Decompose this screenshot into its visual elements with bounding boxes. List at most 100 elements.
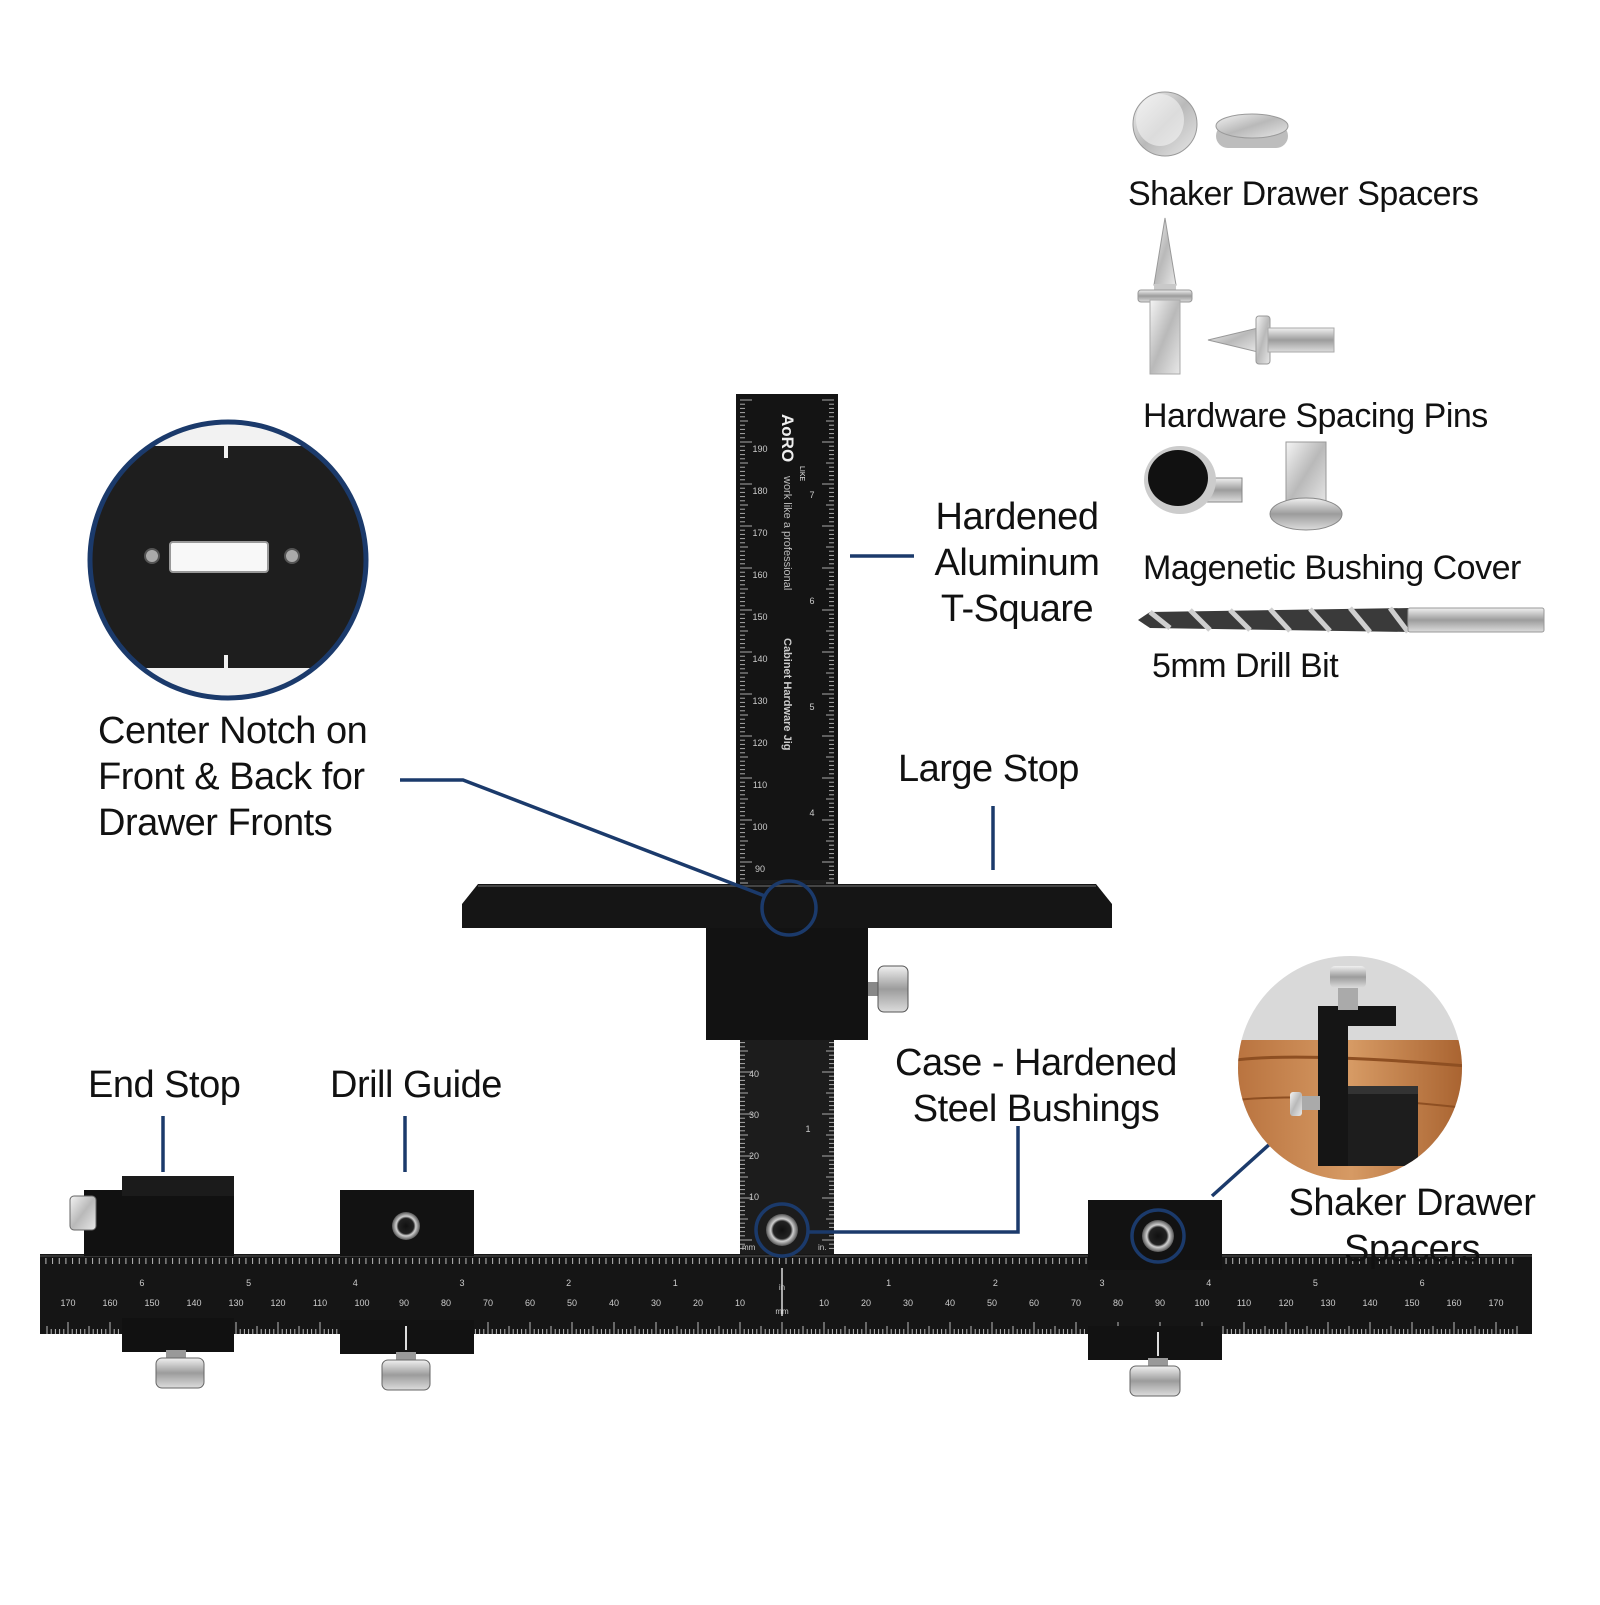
ruler-mm-label: 160 (1446, 1298, 1461, 1308)
callout-large-stop: Large Stop (898, 748, 1079, 790)
hardware-spacing-pin-icon (1137, 217, 1335, 375)
brand-logo-text: AoRO (778, 414, 797, 462)
ruler-mm-label: 30 (903, 1298, 913, 1308)
callout-end-stop: End Stop (88, 1064, 241, 1106)
ruler-mm-label: 150 (1404, 1298, 1419, 1308)
ruler-mm-label: 60 (1029, 1298, 1039, 1308)
brand-sup: LIKE (798, 466, 805, 482)
ruler-mm-label: 40 (945, 1298, 955, 1308)
vruler-lower-mm-label: 30 (749, 1110, 759, 1120)
ruler-inch-label: 5 (1313, 1278, 1318, 1288)
vruler-inch-label: 6 (809, 596, 814, 606)
accessory-drill-bit: 5mm Drill Bit (1152, 647, 1339, 685)
ruler-inch-label: 5 (246, 1278, 251, 1288)
ruler-inch-label: 4 (1206, 1278, 1211, 1288)
ruler-mm-label: 100 (1194, 1298, 1209, 1308)
vruler-inch-label: 4 (809, 808, 814, 818)
ruler-mm-label: 130 (1320, 1298, 1335, 1308)
ruler-mm-label: 90 (399, 1298, 409, 1308)
product-name: Cabinet Hardware Jig (781, 638, 793, 750)
accessory-bushing-cover: Magenetic Bushing Cover (1143, 549, 1521, 587)
ruler-mm-label: 130 (228, 1298, 243, 1308)
ruler-inch-label: 3 (1100, 1278, 1105, 1288)
ruler-mm-label: 110 (1237, 1298, 1251, 1308)
callout-drill-guide: Drill Guide (330, 1064, 502, 1106)
drill-guide (340, 1190, 474, 1391)
shaker-spacer-photo-icon (1238, 956, 1462, 1180)
ruler-mm-label: 80 (1113, 1298, 1123, 1308)
vruler-lower-mm-label: 40 (749, 1069, 759, 1079)
ruler-mm-label: 120 (1278, 1298, 1293, 1308)
ruler-mm-label: 170 (1488, 1298, 1503, 1308)
ruler-inch-label: 2 (993, 1278, 998, 1288)
ruler-inch-label: 1 (673, 1278, 678, 1288)
vruler-lower-inch-label: 1 (805, 1124, 810, 1134)
ruler-mm-label: 50 (987, 1298, 997, 1308)
ruler-mm-label: 120 (270, 1298, 285, 1308)
end-stop (69, 1176, 234, 1389)
ruler-mm-label: 170 (60, 1298, 75, 1308)
ruler-mm-label: 20 (693, 1298, 703, 1308)
ruler-center-in: in (779, 1283, 785, 1292)
ruler-inch-label: 6 (1420, 1278, 1425, 1288)
ruler-mm-label: 40 (609, 1298, 619, 1308)
ruler-mm-label: 150 (144, 1298, 159, 1308)
vruler-inch-label: 7 (809, 490, 814, 500)
vruler-mm-label: 90 (755, 864, 765, 874)
ruler-inch-label: 6 (139, 1278, 144, 1288)
ruler-mm-label: 80 (441, 1298, 451, 1308)
vruler-mm-label: 100 (752, 822, 767, 832)
callout-t-square: Hardened Aluminum T-Square (934, 496, 1100, 630)
vruler-mm-label: 190 (752, 444, 767, 454)
shaker-drawer-spacer-icon (1132, 91, 1289, 157)
magnetic-bushing-cover-icon (1144, 441, 1343, 531)
vruler-lower-mm-label: 20 (749, 1151, 759, 1161)
vruler-mm-label: 150 (752, 612, 767, 622)
ruler-mm-label: 30 (651, 1298, 661, 1308)
ruler-mm-label: 140 (186, 1298, 201, 1308)
large-stop (462, 884, 1112, 1040)
ruler-inch-label: 2 (566, 1278, 571, 1288)
ruler-mm-label: 10 (819, 1298, 829, 1308)
drill-bit-icon (1138, 606, 1545, 634)
vruler-unit-mm: mm (742, 1243, 756, 1252)
callout-bushings: Case - Hardened Steel Bushings (895, 1042, 1177, 1130)
ruler-mm-label: 20 (861, 1298, 871, 1308)
ruler-mm-label: 110 (313, 1298, 327, 1308)
ruler-mm-label: 70 (1071, 1298, 1081, 1308)
vruler-mm-label: 180 (752, 486, 767, 496)
ruler-center-mm: mm (775, 1307, 789, 1316)
accessory-shaker-spacers: Shaker Drawer Spacers (1128, 175, 1479, 213)
ruler-mm-label: 140 (1362, 1298, 1377, 1308)
vruler-mm-label: 110 (753, 780, 767, 790)
accessory-spacing-pins: Hardware Spacing Pins (1143, 397, 1488, 435)
ruler-mm-label: 50 (567, 1298, 577, 1308)
ruler-mm-label: 60 (525, 1298, 535, 1308)
vruler-mm-label: 120 (752, 738, 767, 748)
vruler-mm-label: 160 (752, 570, 767, 580)
ruler-mm-label: 100 (354, 1298, 369, 1308)
ruler-mm-label: 90 (1155, 1298, 1165, 1308)
callout-shaker-spacers-inset: Shaker Drawer Spacers (1288, 1182, 1536, 1270)
ruler-inch-label: 3 (459, 1278, 464, 1288)
vruler-inch-label: 5 (809, 702, 814, 712)
center-bushing-icon (766, 1214, 798, 1246)
vruler-lower-mm-label: 10 (749, 1192, 759, 1202)
callout-center-notch: Center Notch on Front & Back for Drawer … (98, 710, 368, 844)
t-square: 1901801701601501401301201101009076547060… (736, 394, 838, 1260)
ruler-mm-label: 160 (102, 1298, 117, 1308)
callout-leaders (161, 554, 1274, 1264)
center-notch-closeup-icon (87, 419, 369, 701)
ruler-inch-label: 1 (886, 1278, 891, 1288)
ruler-inch-label: 4 (353, 1278, 358, 1288)
vruler-mm-label: 130 (752, 696, 767, 706)
ruler-mm-label: 10 (735, 1298, 745, 1308)
brand-tagline: work like a professional (781, 475, 793, 590)
vruler-unit-in: in. (818, 1243, 826, 1252)
vruler-mm-label: 170 (752, 528, 767, 538)
vruler-mm-label: 140 (752, 654, 767, 664)
ruler-mm-label: 70 (483, 1298, 493, 1308)
